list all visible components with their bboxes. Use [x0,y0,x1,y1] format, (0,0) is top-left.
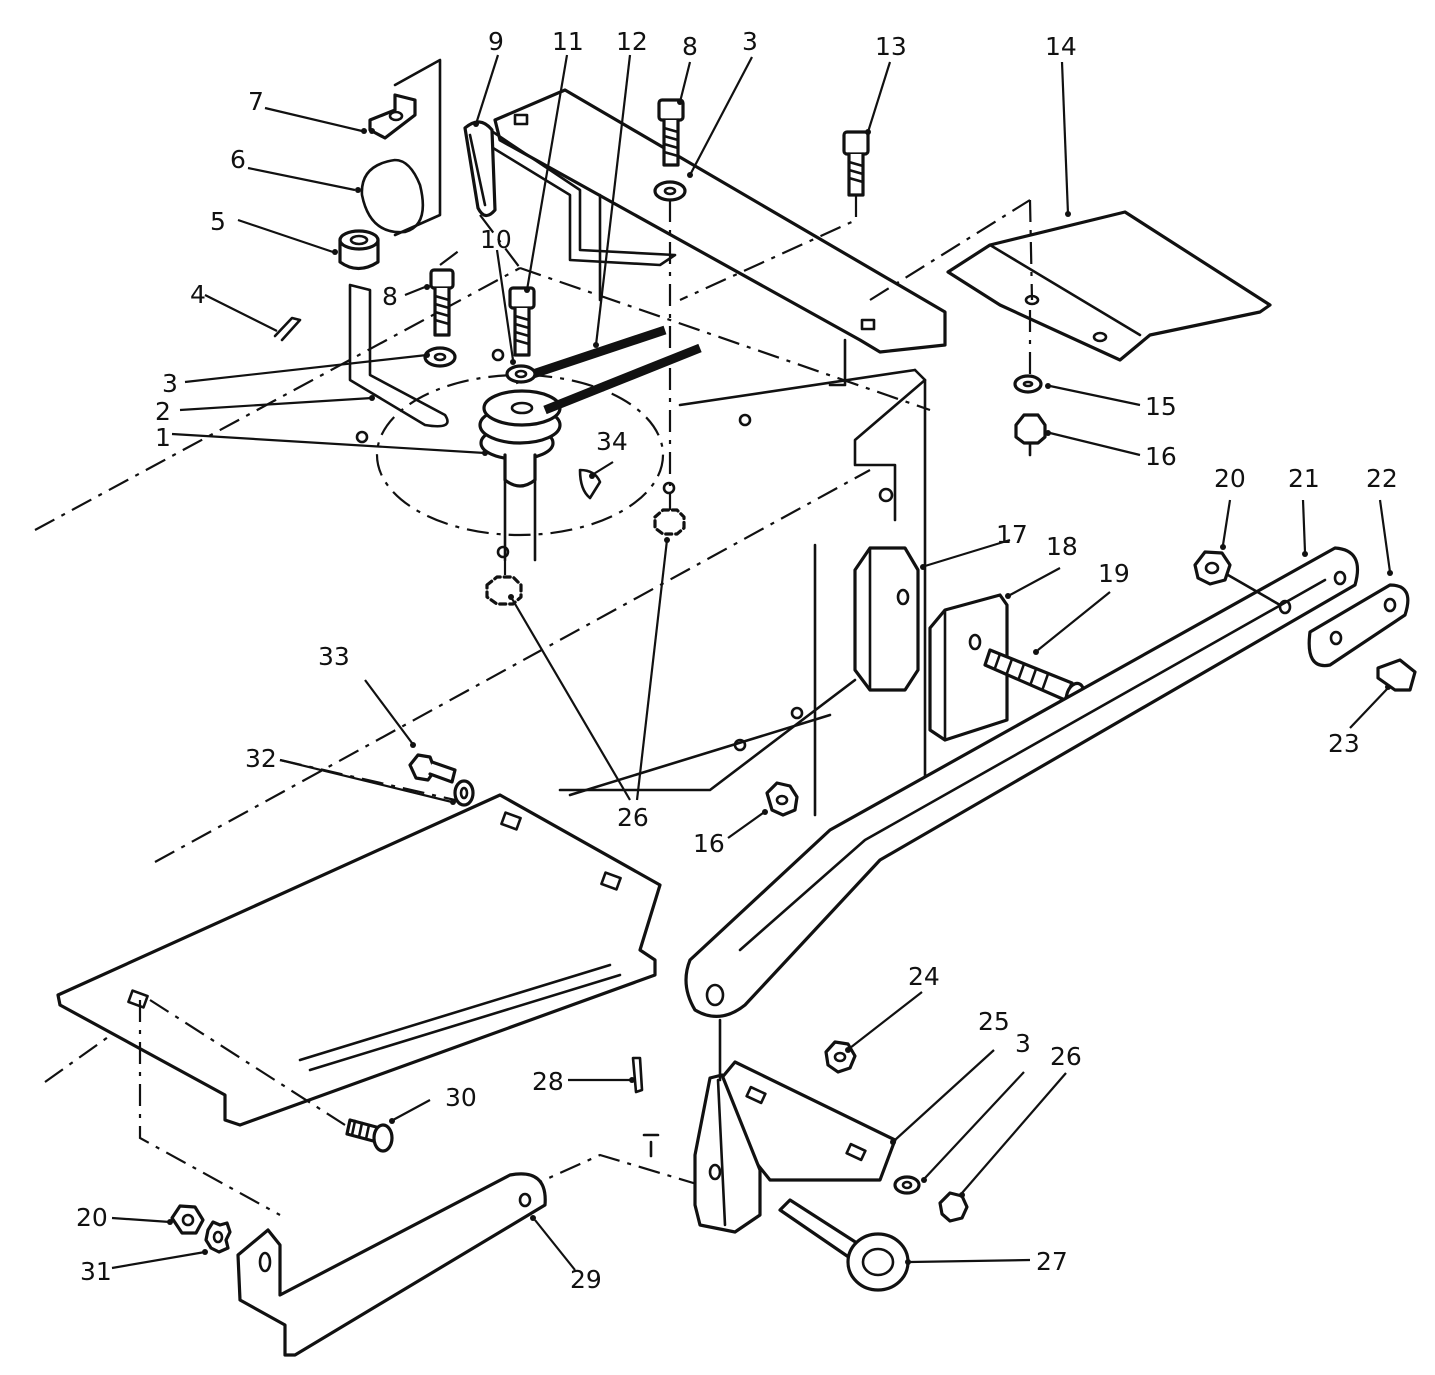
hitch-pin-27 [778,1198,910,1292]
support-plate [678,368,927,822]
callout-26-upper: 26 [617,803,649,832]
bolt-23 [1376,658,1417,692]
callout-6: 6 [230,145,246,174]
front-shield [56,793,662,1127]
callout-28: 28 [532,1067,564,1096]
bolt-13 [679,130,870,302]
washer-32 [279,758,475,807]
callout-24: 24 [908,962,940,991]
callout-20-lower: 20 [76,1203,108,1232]
callout-18: 18 [1046,532,1078,561]
bracket-bar-29 [138,1000,547,1357]
washer-3-left [423,346,457,368]
clevis [693,1018,762,1234]
washer-10 [505,364,537,384]
callout-7: 7 [248,87,264,116]
callout-27: 27 [1036,1247,1068,1276]
callout-8-top: 8 [682,32,698,61]
callout-32: 32 [245,744,277,773]
callout-16-lower: 16 [693,829,725,858]
snap-ring [355,158,425,234]
bolt-30 [149,999,394,1153]
callout-3-left: 3 [162,369,178,398]
callout-19: 19 [1098,559,1130,588]
nut-16-lower [765,781,799,817]
nut-20-lower [170,1204,205,1235]
bolt-8-top [657,98,685,167]
washer-3-lower [893,1175,921,1195]
callout-1: 1 [155,423,171,452]
callout-10: 10 [480,225,512,254]
cotter-pin-28 [631,1056,660,1158]
deck-plate [355,249,857,797]
plate-18 [928,593,1009,742]
bushing [338,229,380,271]
callout-34: 34 [596,427,628,456]
clip-34 [578,468,602,500]
link-22 [1307,583,1410,668]
callout-31: 31 [80,1257,112,1286]
lift-arm-21 [684,546,1360,1018]
bolt-8-left [429,268,455,337]
nut-16-right [1014,413,1047,457]
upper-bracket-plate [493,88,947,387]
callout-11: 11 [552,27,584,56]
callout-16-right: 16 [1145,442,1177,471]
callout-8-left: 8 [382,282,398,311]
callout-33: 33 [318,642,350,671]
washer-3-top [653,180,687,515]
callout-17: 17 [996,520,1028,549]
nut-26-right [653,481,686,536]
nut-20-right [1193,550,1282,607]
star-washer-31 [204,1220,232,1254]
callout-21: 21 [1288,464,1320,493]
nut-26-lower [938,1191,969,1223]
washer-15 [1013,310,1043,394]
callout-22: 22 [1366,464,1398,493]
callout-13: 13 [875,32,907,61]
bolt-11 [508,286,536,357]
bent-rod [348,283,449,428]
callout-4: 4 [190,280,206,309]
callout-23: 23 [1328,729,1360,758]
callout-29: 29 [570,1265,602,1294]
callout-25: 25 [978,1007,1010,1036]
bolt-33 [408,753,457,784]
callout-3-top: 3 [742,27,758,56]
belt [513,325,702,415]
callout-26-lower: 26 [1050,1042,1082,1071]
bracket-7 [368,58,442,237]
block-17 [853,546,920,692]
callout-14: 14 [1045,32,1077,61]
callout-labels: 7 6 5 4 8 3 2 1 9 10 11 12 8 3 13 14 15 … [76,27,1398,1294]
callout-3-lower: 3 [1015,1029,1031,1058]
callout-5: 5 [210,207,226,236]
callout-20-right: 20 [1214,464,1246,493]
mount-plate-14 [869,199,1272,362]
callout-12: 12 [616,27,648,56]
callout-30: 30 [445,1083,477,1112]
callout-2: 2 [155,397,171,426]
cotter-pin-4 [273,316,302,342]
leader-lines [111,54,1393,1271]
callout-9: 9 [488,27,504,56]
callout-15: 15 [1145,392,1177,421]
